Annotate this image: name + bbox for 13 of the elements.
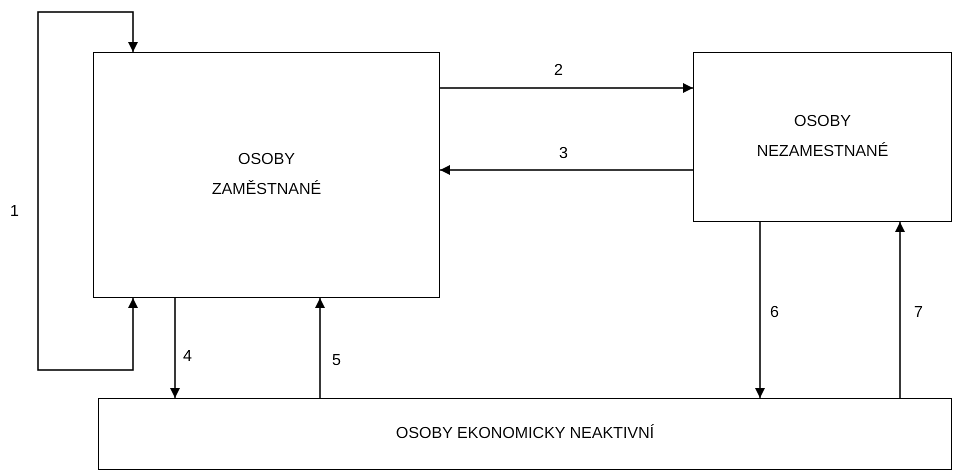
arrow	[315, 298, 325, 398]
arrow	[895, 222, 905, 398]
arrow	[170, 298, 180, 398]
arrow	[440, 83, 693, 93]
process-box	[693, 52, 952, 222]
node-label: OSOBY NEZAMESTNANÉ	[756, 112, 890, 162]
node-label: OSOBY ZAMĚSTNANÉ	[210, 150, 322, 200]
node-label: OSOBY EKONOMICKY NEAKTIVNÍ	[394, 423, 656, 444]
arrow	[37, 11, 138, 371]
arrow	[755, 222, 765, 398]
process-box	[93, 52, 440, 298]
process-box	[98, 398, 952, 470]
arrow	[440, 165, 693, 175]
